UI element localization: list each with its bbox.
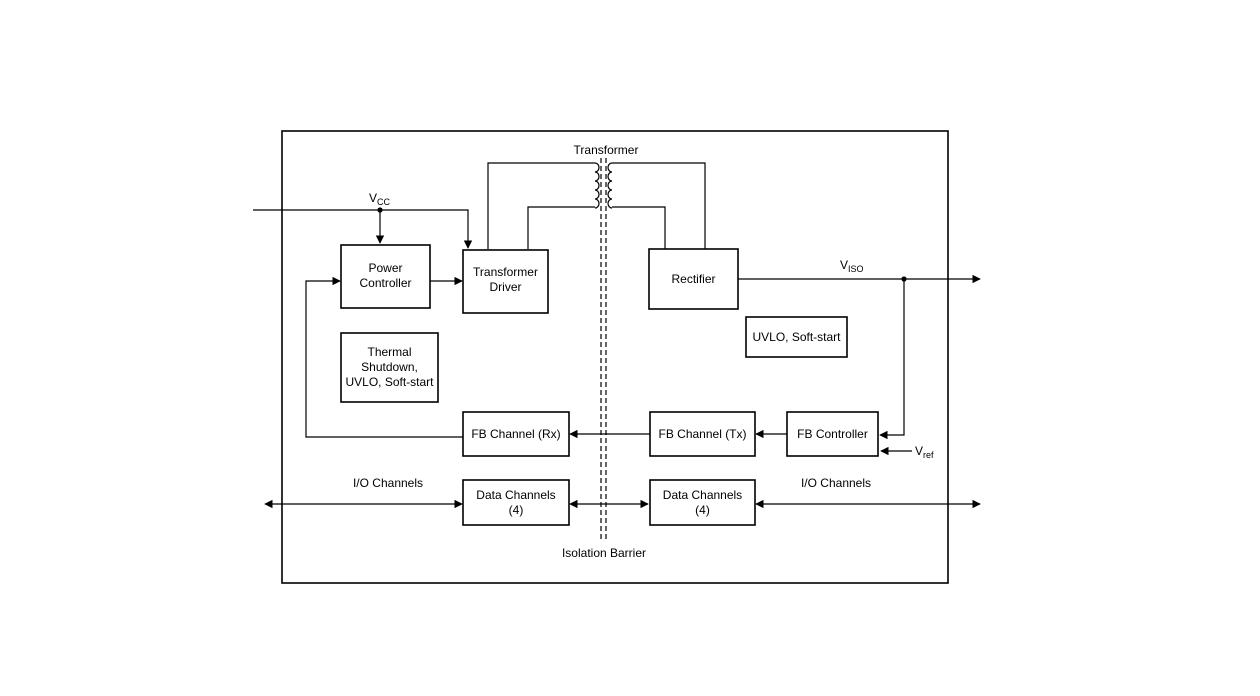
fb-rx-label: FB Channel (Rx) bbox=[471, 427, 560, 441]
rectifier-label: Rectifier bbox=[671, 272, 715, 286]
isolation-barrier-label: Isolation Barrier bbox=[562, 546, 646, 560]
uvlo-right-block: UVLO, Soft-start bbox=[745, 316, 848, 358]
data-right-label-2: (4) bbox=[695, 503, 710, 517]
isolation-barrier-lines bbox=[600, 158, 607, 542]
fb-controller-block: FB Controller bbox=[786, 411, 879, 457]
data-left-label-1: Data Channels bbox=[476, 488, 555, 502]
data-left-label-2: (4) bbox=[509, 503, 524, 517]
primary-wires bbox=[487, 162, 595, 249]
power-controller-label-1: Power bbox=[368, 261, 402, 275]
thermal-shutdown-block: Thermal Shutdown, UVLO, Soft-start bbox=[340, 332, 439, 403]
thermal-label-2: Shutdown, bbox=[361, 360, 418, 374]
thermal-label-1: Thermal bbox=[367, 345, 411, 359]
vcc-label: VCC bbox=[369, 191, 391, 207]
io-channels-right-label: I/O Channels bbox=[801, 476, 871, 490]
transformer-coils bbox=[594, 162, 613, 209]
power-controller-label-2: Controller bbox=[359, 276, 411, 290]
data-right-label-1: Data Channels bbox=[663, 488, 742, 502]
transformer-label: Transformer bbox=[574, 143, 639, 157]
secondary-wires bbox=[612, 162, 706, 249]
vref-label: Vref bbox=[915, 444, 934, 460]
fb-controller-label: FB Controller bbox=[797, 427, 868, 441]
rectifier-block: Rectifier bbox=[648, 248, 739, 310]
data-channels-right-block: Data Channels (4) bbox=[649, 479, 756, 526]
outer-frame bbox=[281, 130, 949, 584]
io-channels-left-label: I/O Channels bbox=[353, 476, 423, 490]
fb-channel-tx-block: FB Channel (Tx) bbox=[649, 411, 756, 457]
vcc-wiring bbox=[253, 207, 473, 249]
power-controller-block: Power Controller bbox=[340, 244, 431, 309]
fb-tx-label: FB Channel (Tx) bbox=[658, 427, 746, 441]
viso-label: VISO bbox=[840, 258, 864, 274]
viso-wiring bbox=[738, 274, 981, 440]
transformer-driver-block: Transformer Driver bbox=[462, 249, 549, 314]
transformer-driver-label-1: Transformer bbox=[473, 265, 538, 279]
fb-channel-rx-block: FB Channel (Rx) bbox=[462, 411, 570, 457]
feedback-to-power-controller bbox=[305, 276, 463, 438]
thermal-label-3: UVLO, Soft-start bbox=[345, 375, 434, 389]
data-channels-left-block: Data Channels (4) bbox=[462, 479, 570, 526]
transformer-driver-label-2: Driver bbox=[490, 280, 522, 294]
uvlo-right-label: UVLO, Soft-start bbox=[752, 330, 841, 344]
